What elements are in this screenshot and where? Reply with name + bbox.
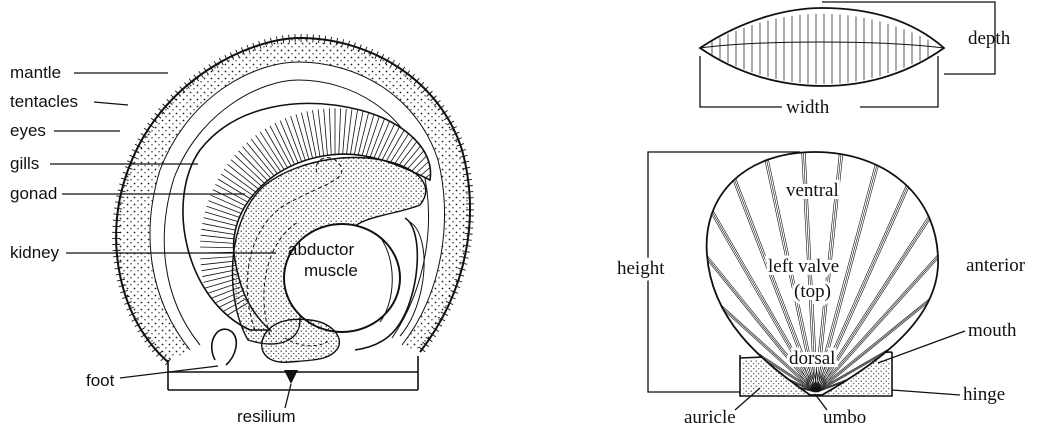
- label-dorsal: dorsal: [789, 348, 835, 369]
- label-auricle: auricle: [684, 407, 736, 428]
- label-foot: foot: [86, 371, 115, 390]
- internal-anatomy-diagram: mantle tentacles eyes gills gonad kidney…: [10, 34, 474, 426]
- label-gonad: gonad: [10, 184, 57, 203]
- shell-top-view: height ventral left valve (top) dorsal a…: [578, 147, 1039, 428]
- label-top: (top): [794, 281, 831, 302]
- label-ventral: ventral: [786, 180, 839, 201]
- label-left-valve: left valve: [768, 256, 839, 277]
- label-hinge: hinge: [963, 384, 1005, 405]
- label-resilium: resilium: [237, 407, 296, 426]
- foot: [262, 319, 340, 362]
- leader-resilium: [285, 384, 291, 408]
- foot-lobe-left: [212, 329, 237, 365]
- label-abductor: abductor: [288, 240, 354, 259]
- label-umbo: umbo: [823, 407, 866, 428]
- leader-hinge: [892, 390, 960, 395]
- shell-side-view: depth width: [700, 2, 1011, 118]
- label-gills: gills: [10, 154, 39, 173]
- label-muscle: muscle: [304, 261, 358, 280]
- label-tentacles: tentacles: [10, 92, 78, 111]
- resilium-mark: [284, 370, 298, 384]
- shell-profile: [700, 8, 944, 86]
- label-mantle: mantle: [10, 63, 61, 82]
- label-height: height: [617, 258, 665, 279]
- label-anterior: anterior: [966, 255, 1026, 276]
- label-kidney: kidney: [10, 243, 60, 262]
- label-width: width: [786, 97, 830, 118]
- leader-tentacles: [94, 102, 128, 105]
- label-eyes: eyes: [10, 121, 46, 140]
- label-depth: depth: [968, 28, 1011, 49]
- label-mouth: mouth: [968, 320, 1017, 341]
